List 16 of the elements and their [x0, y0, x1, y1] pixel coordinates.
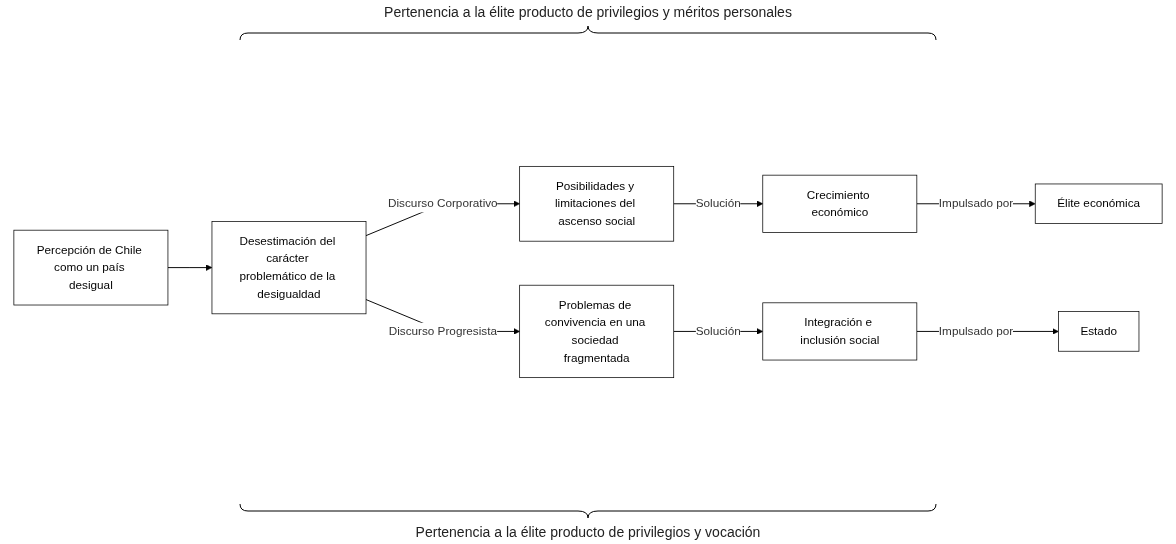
edge-label: Impulsado por — [938, 197, 1014, 210]
node-box: Integración e inclusión social — [762, 302, 918, 361]
node-box: Estado — [1058, 311, 1140, 352]
edge-label: Discurso Corporativo — [388, 197, 498, 210]
node-box: Crecimiento económico — [762, 174, 918, 233]
node-box: Élite económica — [1034, 183, 1163, 224]
brace-note: Pertenencia a la élite producto de privilegios y méritos personales — [384, 4, 792, 20]
node-box: Posibilidades y limitaciones del ascenso social — [519, 166, 675, 242]
node-box: Desestimación del carácter problemático de la desigualdad — [211, 221, 367, 315]
edge-label: Discurso Progresista — [388, 324, 497, 338]
node-box: Percepción de Chile como un país desigual — [13, 229, 169, 306]
edge-label: Solución — [695, 324, 741, 338]
node-box: Problemas de convivencia en una sociedad fragmentada — [519, 284, 675, 378]
edge-label: Solución — [695, 197, 741, 210]
edge-label: Impulsado por — [938, 324, 1014, 338]
brace-note: Pertenencia a la élite producto de privilegios y vocación — [415, 524, 761, 540]
